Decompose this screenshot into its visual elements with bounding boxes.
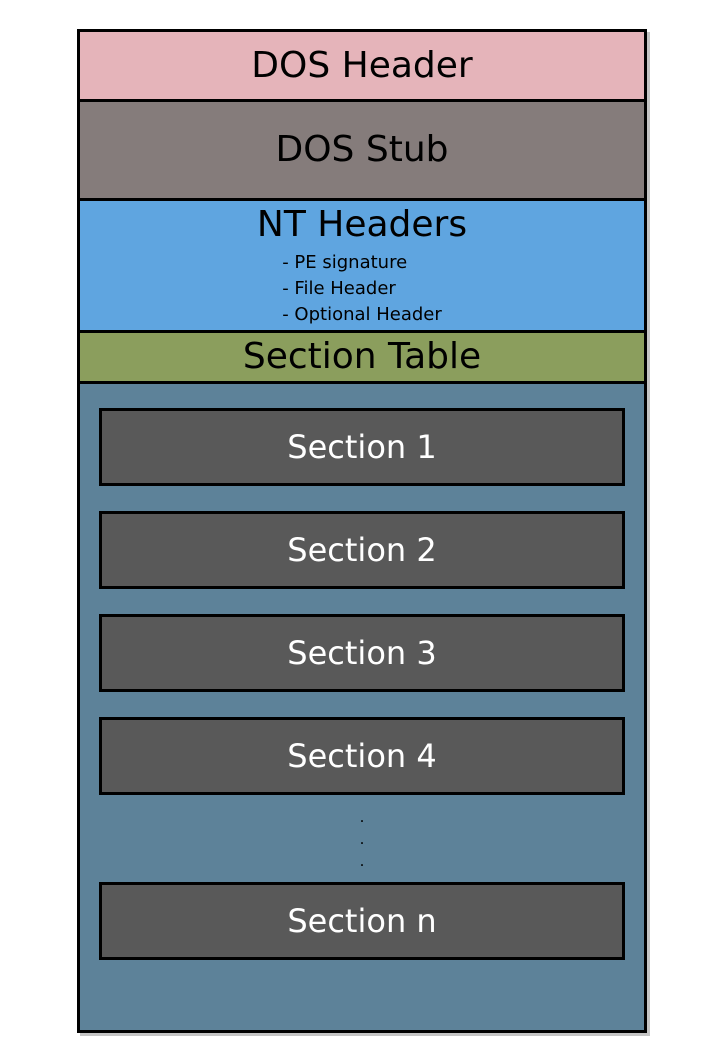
section-table-label: Section Table — [242, 336, 482, 377]
section-box-4: Section 4 — [99, 717, 625, 795]
dos-stub-block: DOS Stub — [80, 102, 644, 201]
section-box-4-label: Section 4 — [287, 737, 437, 775]
pe-file-structure-diagram: DOS Header DOS Stub NT Headers - PE sign… — [77, 29, 647, 1033]
section-box-n-label: Section n — [287, 902, 437, 940]
sections-container: Section 1 Section 2 Section 3 Section 4 … — [80, 384, 644, 1030]
dos-stub-label: DOS Stub — [275, 129, 449, 170]
ellipsis-dot: . — [359, 829, 365, 848]
section-box-2: Section 2 — [99, 511, 625, 589]
section-box-1: Section 1 — [99, 408, 625, 486]
nt-item-pe-signature: - PE signature — [282, 252, 408, 273]
dos-header-label: DOS Header — [251, 45, 473, 86]
section-box-n: Section n — [99, 882, 625, 960]
nt-item-optional-header: - Optional Header — [282, 304, 442, 325]
nt-headers-items: - PE signature - File Header - Optional … — [80, 250, 644, 328]
nt-headers-label: NT Headers — [256, 204, 468, 245]
nt-item-file-header: - File Header — [282, 278, 396, 299]
dos-header-block: DOS Header — [80, 32, 644, 102]
section-box-3-label: Section 3 — [287, 634, 437, 672]
ellipsis-dots: . . . — [80, 795, 644, 882]
section-box-2-label: Section 2 — [287, 531, 437, 569]
ellipsis-dot: . — [359, 851, 365, 870]
ellipsis-dot: . — [359, 807, 365, 826]
nt-headers-block: NT Headers - PE signature - File Header … — [80, 201, 644, 333]
section-table-block: Section Table — [80, 333, 644, 384]
section-box-1-label: Section 1 — [287, 428, 437, 466]
section-box-3: Section 3 — [99, 614, 625, 692]
